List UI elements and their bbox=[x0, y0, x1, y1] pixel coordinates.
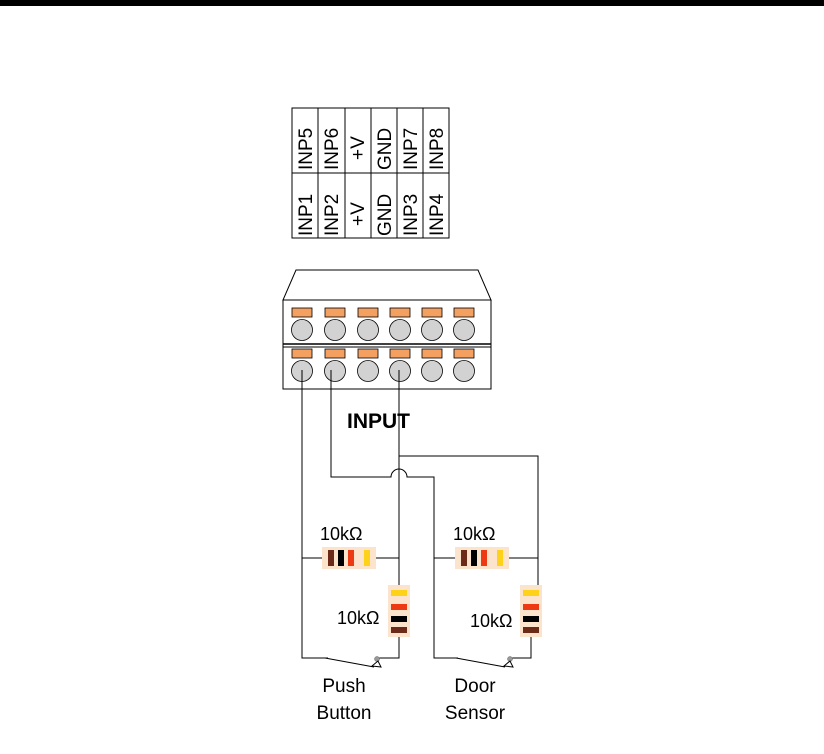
push-button-caption-line2: Button bbox=[317, 703, 372, 724]
resistor-door-horizontal-band-3 bbox=[481, 550, 487, 566]
terminal-block-top bbox=[283, 270, 491, 300]
resistor-push-vertical-band-3 bbox=[391, 616, 407, 622]
pin-label-inp2: INP2 bbox=[322, 194, 343, 236]
resistor-door-vertical-band-1 bbox=[523, 590, 539, 596]
resistor-label-door-horizontal: 10kΩ bbox=[453, 524, 495, 544]
terminal-screw-top-1 bbox=[292, 320, 313, 341]
push-button-caption-line1: Push bbox=[322, 676, 365, 697]
terminal-screw-bottom-3 bbox=[358, 361, 379, 382]
resistor-push-horizontal-band-2 bbox=[338, 550, 344, 566]
resistor-push-horizontal-band-1 bbox=[328, 550, 334, 566]
terminal-tab-top-1 bbox=[292, 308, 312, 317]
push-button-switch bbox=[325, 657, 381, 668]
pin-label-inp4: INP4 bbox=[427, 193, 448, 236]
pin-label-inp7: INP7 bbox=[401, 128, 422, 170]
terminal-tab-bottom-2 bbox=[325, 349, 345, 358]
terminal-tab-bottom-6 bbox=[454, 349, 474, 358]
terminal-tab-bottom-4 bbox=[390, 349, 410, 358]
terminal-tab-bottom-1 bbox=[292, 349, 312, 358]
pin-label-top-gnd: GND bbox=[375, 128, 396, 170]
resistor-door-vertical-band-4 bbox=[523, 627, 539, 633]
terminal-tab-bottom-5 bbox=[422, 349, 442, 358]
resistor-label-push-horizontal: 10kΩ bbox=[320, 524, 362, 544]
terminal-screw-bottom-5 bbox=[422, 361, 443, 382]
pinout-table: INP5 INP6 +V GND INP7 INP8 INP1 INP2 +V … bbox=[292, 108, 449, 238]
resistor-push-vertical-band-4 bbox=[391, 627, 407, 633]
input-connector-title: INPUT bbox=[347, 410, 410, 433]
terminal-screw-top-5 bbox=[422, 320, 443, 341]
resistor-door-horizontal-band-4 bbox=[497, 550, 503, 566]
pin-label-inp8: INP8 bbox=[427, 128, 448, 170]
door-sensor-caption-line1: Door bbox=[454, 676, 496, 697]
wire-gnd-right bbox=[399, 456, 538, 590]
terminal-screw-top-4 bbox=[390, 320, 411, 341]
pin-label-top-v: +V bbox=[348, 136, 369, 160]
terminal-tab-top-2 bbox=[325, 308, 345, 317]
terminal-screw-bottom-4 bbox=[390, 361, 411, 382]
terminal-screw-bottom-6 bbox=[454, 361, 475, 382]
terminal-screw-top-2 bbox=[325, 320, 346, 341]
pin-label-inp5: INP5 bbox=[296, 128, 317, 170]
door-sensor-switch bbox=[456, 657, 513, 668]
resistor-door-vertical-band-3 bbox=[523, 616, 539, 622]
door-sensor-caption-line2: Sensor bbox=[445, 703, 506, 724]
resistor-door-vertical-band-2 bbox=[523, 604, 539, 610]
resistor-push-horizontal-band-4 bbox=[364, 550, 370, 566]
resistor-label-door-vertical: 10kΩ bbox=[470, 611, 512, 631]
terminal-tab-top-3 bbox=[358, 308, 378, 317]
terminal-tab-top-6 bbox=[454, 308, 474, 317]
pin-label-inp3: INP3 bbox=[401, 194, 422, 236]
terminal-screw-top-3 bbox=[358, 320, 379, 341]
pin-label-inp1: INP1 bbox=[296, 194, 317, 236]
resistor-push-vertical-band-1 bbox=[391, 590, 407, 596]
pin-label-inp6: INP6 bbox=[322, 128, 343, 170]
terminal-block bbox=[283, 270, 491, 389]
resistor-push-horizontal-band-3 bbox=[348, 550, 354, 566]
resistor-label-push-vertical: 10kΩ bbox=[337, 608, 379, 628]
terminal-tab-bottom-3 bbox=[358, 349, 378, 358]
resistor-push-vertical-band-2 bbox=[391, 604, 407, 610]
lead-r4-bottom bbox=[510, 637, 531, 658]
resistor-door-horizontal-band-1 bbox=[461, 550, 467, 566]
terminal-screw-bottom-2 bbox=[325, 361, 346, 382]
lead-r2-bottom bbox=[378, 637, 399, 658]
pin-label-bottom-gnd: GND bbox=[375, 194, 396, 236]
terminal-tab-top-5 bbox=[422, 308, 442, 317]
wire-inp1 bbox=[302, 370, 328, 658]
pin-label-bottom-v: +V bbox=[348, 202, 369, 226]
terminal-tab-top-4 bbox=[390, 308, 410, 317]
terminal-screw-top-6 bbox=[454, 320, 475, 341]
resistor-door-horizontal-band-2 bbox=[471, 550, 477, 566]
